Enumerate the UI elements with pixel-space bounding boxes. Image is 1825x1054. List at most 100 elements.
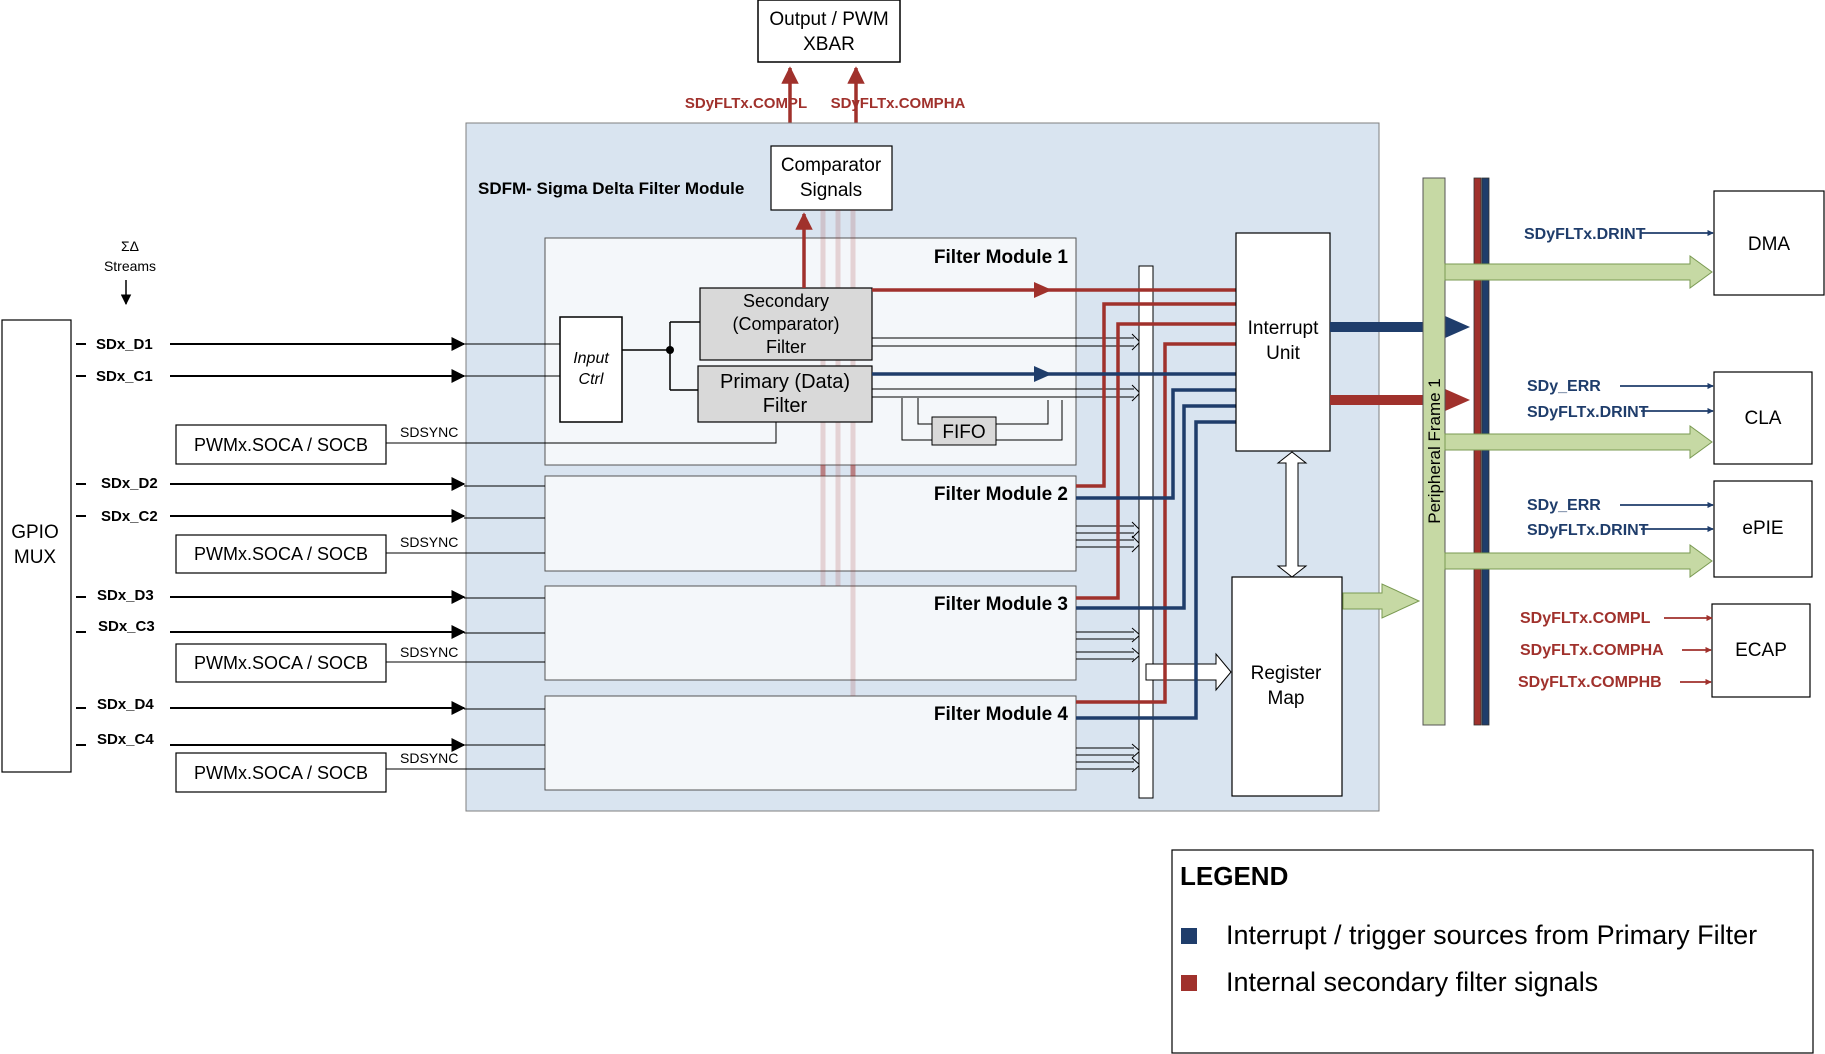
cla-signal-err: SDy_ERR	[1527, 378, 1601, 395]
filter-module-3	[544, 585, 1077, 681]
interrupt-register-link	[1276, 451, 1308, 578]
input-ctrl-line2: Ctrl	[579, 371, 604, 388]
cla-label: CLA	[1745, 408, 1782, 429]
ecap-signal-comphb: SDyFLTx.COMPHB	[1518, 674, 1662, 691]
sigma-delta-line2: Streams	[104, 258, 156, 274]
module4-output-arrows	[1076, 743, 1141, 773]
secondary-signal-bus	[1473, 177, 1482, 726]
xbar-signal-compha: SDyFLTx.COMPHA	[831, 95, 966, 112]
sdsync-lines	[386, 422, 777, 770]
dma-signal-drint: SDyFLTx.DRINT	[1524, 226, 1646, 243]
legend-box: LEGEND Interrupt / trigger sources from …	[1171, 849, 1814, 1054]
dma-label: DMA	[1748, 234, 1791, 255]
register-to-frame-arrow	[1342, 583, 1421, 619]
sdsync-label-1: SDSYNC	[400, 424, 458, 440]
fifo-label: FIFO	[942, 422, 985, 443]
register-map-line2: Map	[1268, 688, 1305, 709]
module1-output-arrows	[872, 333, 1141, 402]
ecap-signal-compl: SDyFLTx.COMPL	[1520, 610, 1651, 627]
pwm-block-4: PWMx.SOCA / SOCB	[175, 752, 387, 793]
secondary-line-arrowhead	[1034, 282, 1052, 298]
epie-block: ePIE	[1713, 480, 1813, 578]
pwm-block-1: PWMx.SOCA / SOCB	[175, 424, 387, 465]
output-xbar-block: Output / PWM XBAR	[757, 0, 901, 63]
comparator-signals-line1: Comparator	[781, 155, 882, 176]
peripheral-frame	[1422, 177, 1446, 726]
fork-junction	[666, 346, 674, 354]
target-signal-arrows	[1620, 229, 1714, 686]
output-xbar-line2: XBAR	[803, 34, 855, 55]
filter-module-3-title: Filter Module 3	[934, 594, 1068, 615]
register-map-line1: Register	[1251, 663, 1322, 684]
pin-sdx-c3: SDx_C3	[98, 618, 155, 635]
filter-module-1-title: Filter Module 1	[934, 247, 1069, 268]
gpio-mux-line1: GPIO	[11, 522, 59, 543]
legend-item-secondary: Internal secondary filter signals	[1226, 967, 1598, 997]
comparator-signals-block: Comparator Signals	[770, 145, 893, 211]
pin-sdx-d3: SDx_D3	[97, 587, 154, 604]
secondary-filter-line2: (Comparator)	[732, 314, 839, 334]
epie-signal-drint: SDyFLTx.DRINT	[1527, 522, 1649, 539]
pwm-block-3: PWMx.SOCA / SOCB	[175, 643, 387, 683]
legend-title: LEGEND	[1180, 861, 1288, 891]
sdsync-label-3: SDSYNC	[400, 644, 458, 660]
filter-module-4	[544, 695, 1077, 791]
faint-lines-dark-segments	[820, 465, 856, 476]
output-xbar-line1: Output / PWM	[769, 9, 888, 30]
sigma-delta-line1: ΣΔ	[121, 238, 139, 254]
filter-module-2-title: Filter Module 2	[934, 484, 1068, 505]
interrupt-unit-line2: Unit	[1266, 343, 1301, 364]
primary-line-arrowhead	[1034, 366, 1052, 382]
pin-sdx-c2: SDx_C2	[101, 508, 158, 525]
primary-filter-line1: Primary (Data)	[720, 371, 850, 393]
bus-to-register-arrow	[1145, 652, 1232, 692]
xbar-signal-compl: SDyFLTx.COMPL	[685, 95, 807, 112]
filter-module-4-title: Filter Module 4	[934, 704, 1069, 725]
ecap-block: ECAP	[1711, 603, 1811, 698]
register-map-block: Register Map	[1231, 576, 1343, 797]
primary-interrupt-lines	[872, 372, 1236, 720]
pwm-block-1-label: PWMx.SOCA / SOCB	[194, 435, 368, 455]
pwm-block-3-label: PWMx.SOCA / SOCB	[194, 653, 368, 673]
input-ctrl-line1: Input	[573, 350, 609, 367]
input-ctrl-block: Input Ctrl	[559, 316, 623, 423]
module-title: SDFM- Sigma Delta Filter Module	[478, 179, 744, 198]
pin-sdx-d2: SDx_D2	[101, 475, 158, 492]
module-internal-input-lines	[464, 343, 560, 746]
interrupt-unit-block: Interrupt Unit	[1235, 232, 1331, 452]
pwm-block-2-label: PWMx.SOCA / SOCB	[194, 544, 368, 564]
primary-filter-block: Primary (Data) Filter	[697, 365, 873, 423]
epie-label: ePIE	[1742, 518, 1783, 539]
interrupt-signal-bus	[1481, 177, 1490, 726]
input-pin-dashes	[76, 343, 86, 746]
gpio-mux-line2: MUX	[14, 547, 57, 568]
dma-block: DMA	[1713, 190, 1825, 296]
module3-output-arrows	[1076, 627, 1141, 663]
pin-sdx-c1: SDx_C1	[96, 368, 153, 385]
pwm-block-4-label: PWMx.SOCA / SOCB	[194, 763, 368, 783]
module2-output-arrows	[1076, 521, 1141, 553]
green-bus-arrows	[1444, 255, 1713, 578]
primary-filter-line2: Filter	[763, 395, 808, 417]
secondary-interrupt-lines	[872, 288, 1236, 704]
peripheral-frame-label: Peripheral Frame 1	[1425, 378, 1444, 524]
secondary-filter-line1: Secondary	[743, 291, 829, 311]
sdsync-label-4: SDSYNC	[400, 750, 458, 766]
secondary-filter-block: Secondary (Comparator) Filter	[699, 287, 873, 361]
gpio-mux-block: GPIO MUX	[1, 319, 72, 773]
legend-swatch-interrupt	[1181, 928, 1197, 944]
fifo-block: FIFO	[931, 416, 997, 446]
pin-sdx-c4: SDx_C4	[97, 731, 154, 748]
input-pin-arrows	[170, 337, 466, 752]
pwm-block-2: PWMx.SOCA / SOCB	[175, 534, 387, 574]
pin-sdx-d4: SDx_D4	[97, 696, 154, 713]
sdsync-label-2: SDSYNC	[400, 534, 458, 550]
comparator-signals-line2: Signals	[800, 180, 862, 201]
epie-signal-err: SDy_ERR	[1527, 497, 1601, 514]
ecap-label: ECAP	[1735, 640, 1787, 661]
filter-module-2	[544, 475, 1077, 572]
secondary-filter-line3: Filter	[766, 337, 806, 357]
ecap-signal-compha: SDyFLTx.COMPHA	[1520, 642, 1664, 659]
cla-block: CLA	[1713, 371, 1813, 465]
